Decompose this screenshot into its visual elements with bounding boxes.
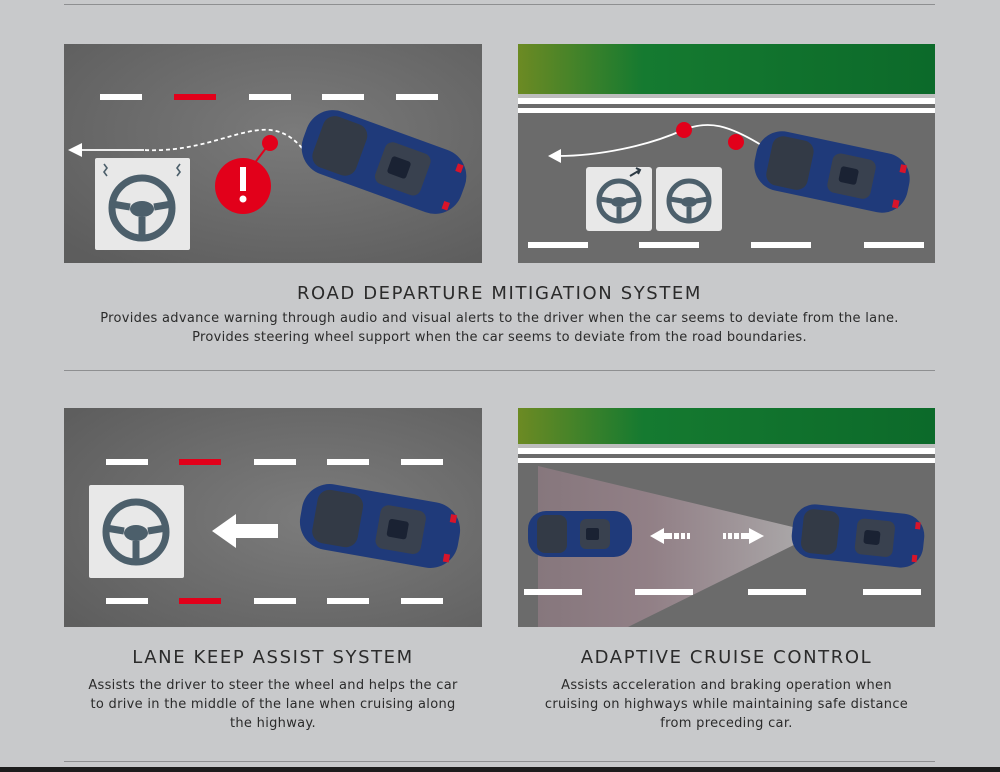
- grass-strip: [518, 44, 935, 94]
- grass-strip: [518, 408, 935, 444]
- steering-wheel-icon: [656, 167, 722, 231]
- car-icon: [301, 110, 467, 214]
- car-icon: [528, 511, 632, 557]
- lane-markings: [524, 589, 921, 595]
- lane-markings: [100, 94, 438, 100]
- description-line: Provides advance warning through audio a…: [100, 311, 899, 326]
- road-departure-title: ROAD DEPARTURE MITIGATION SYSTEM: [296, 283, 703, 304]
- car-icon: [754, 131, 910, 213]
- steering-wheel-icon: [586, 167, 652, 231]
- distance-arrows-icon: [650, 528, 764, 544]
- lane-keep-assist-illustration: [64, 408, 482, 627]
- lane-markings: [106, 459, 443, 604]
- description-line: from preceding car.: [660, 716, 793, 731]
- description-line: to drive in the middle of the lane when …: [90, 697, 456, 712]
- lane-keep-title: LANE KEEP ASSIST SYSTEM: [132, 647, 414, 668]
- top-divider: [64, 4, 935, 5]
- lane-markings: [528, 242, 924, 248]
- bottom-bar: [0, 767, 1000, 772]
- middle-divider: [64, 370, 935, 371]
- description-line: Assists the driver to steer the wheel an…: [88, 678, 458, 693]
- steering-wheel-icon: [89, 485, 184, 578]
- lane-keep-description: Assists the driver to steer the wheel an…: [64, 676, 482, 733]
- radar-beam: [538, 466, 818, 627]
- arrow-left-icon: [212, 514, 278, 548]
- adaptive-cruise-title: ADAPTIVE CRUISE CONTROL: [580, 647, 873, 668]
- bottom-divider: [64, 761, 935, 762]
- adaptive-cruise-illustration: [518, 408, 935, 627]
- description-line: Assists acceleration and braking operati…: [561, 678, 892, 693]
- car-icon: [299, 484, 461, 568]
- car-icon: [791, 504, 925, 568]
- description-line: Provides steering wheel support when the…: [192, 330, 807, 345]
- description-line: cruising on highways while maintaining s…: [544, 697, 909, 712]
- road-departure-warning-illustration: [64, 44, 482, 263]
- road-boundary-assist-illustration: [518, 44, 935, 263]
- road-departure-description: Provides advance warning through audio a…: [64, 309, 935, 347]
- description-line: the highway.: [230, 716, 316, 731]
- exclamation-icon: [215, 158, 271, 214]
- steering-wheel-icon: [95, 158, 190, 250]
- adaptive-cruise-description: Assists acceleration and braking operati…: [518, 676, 935, 733]
